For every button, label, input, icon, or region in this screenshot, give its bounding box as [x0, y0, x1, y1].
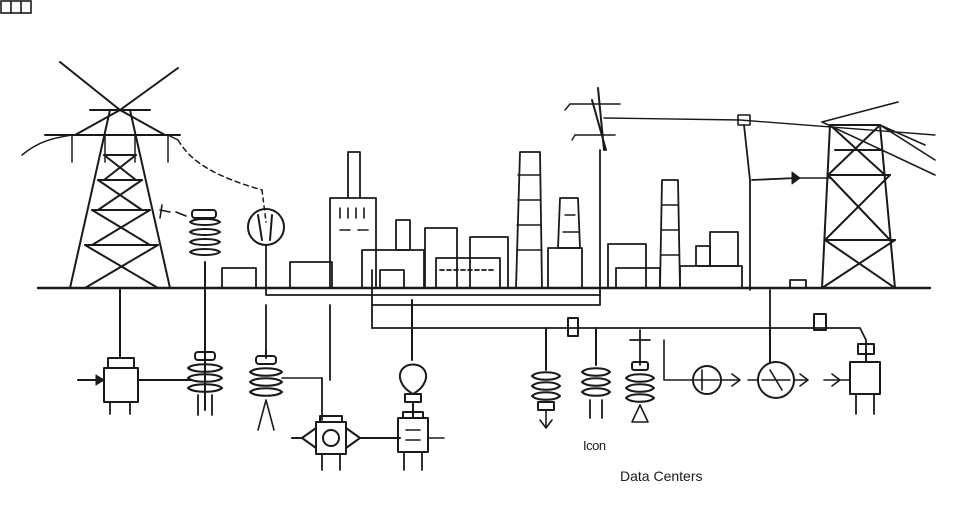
meter-gauge-right-2	[747, 329, 809, 399]
bus-switch	[813, 313, 827, 331]
transformer-box-icon	[77, 287, 191, 415]
icon-label: Icon	[583, 438, 606, 453]
insulator-stack-lower-3	[531, 327, 561, 429]
distribution-bus	[371, 327, 867, 351]
insulator-stack-lower-5	[625, 329, 695, 423]
bus-drop-left	[265, 304, 331, 421]
meter-gauge-right-1	[692, 365, 741, 395]
left-tower-icon	[21, 61, 181, 289]
meter-gauge-icon	[247, 208, 601, 296]
legend-box-icon	[0, 0, 32, 14]
dashed-drop	[261, 189, 267, 223]
insulator-stack-lower-4	[581, 327, 611, 419]
bus-coupler	[567, 317, 579, 337]
insulator-stack-icon	[159, 204, 221, 411]
light-bulb-icon	[398, 299, 428, 419]
insulator-stack-lower-2	[249, 349, 323, 431]
data-centers-label: Data Centers	[620, 468, 703, 484]
transformer-right-icon	[823, 343, 881, 415]
transformer-lower-2	[397, 411, 445, 471]
dashed-line	[177, 139, 263, 191]
transformer-lower-1	[291, 415, 401, 471]
insulator-stack-lower-1	[187, 351, 223, 416]
factories-icon	[221, 151, 807, 289]
